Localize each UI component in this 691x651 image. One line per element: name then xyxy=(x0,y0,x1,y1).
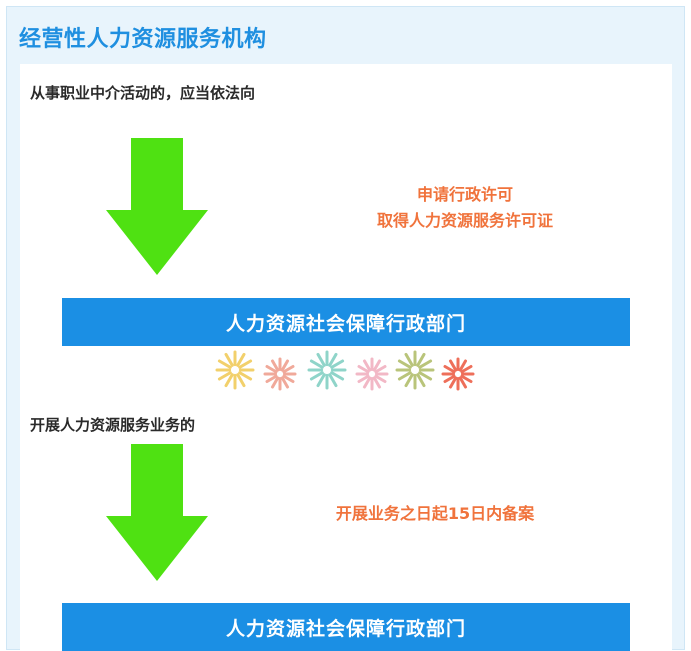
note-line: 申请行政许可 xyxy=(416,185,513,204)
section-2-label: 开展人力资源服务业务的 xyxy=(30,416,196,434)
note-line: 取得人力资源服务许可证 xyxy=(376,211,553,230)
flower-icon xyxy=(215,350,255,390)
flower-icon xyxy=(395,350,435,390)
department-bar: 人力资源社会保障行政部门 xyxy=(62,298,630,346)
flower-icon xyxy=(355,357,389,391)
down-arrow-icon xyxy=(106,444,208,581)
flower-icon xyxy=(307,350,347,390)
section-2-note: 开展业务之日起15日内备案 xyxy=(285,501,585,527)
section-1-note: 申请行政许可 取得人力资源服务许可证 xyxy=(315,182,615,234)
flower-icon xyxy=(263,357,297,391)
flower-divider xyxy=(215,350,475,391)
department-bar: 人力资源社会保障行政部门 xyxy=(62,603,630,651)
section-1-label: 从事职业中介活动的，应当依法向 xyxy=(30,84,256,102)
content-panel: 从事职业中介活动的，应当依法向 申请行政许可 取得人力资源服务许可证 人力资源社… xyxy=(20,64,672,651)
diagram-frame: 经营性人力资源服务机构 从事职业中介活动的，应当依法向 申请行政许可 取得人力资… xyxy=(6,6,685,651)
diagram-title: 经营性人力资源服务机构 xyxy=(19,27,267,52)
note-line: 开展业务之日起15日内备案 xyxy=(335,504,535,523)
down-arrow-icon xyxy=(106,138,208,275)
flower-icon xyxy=(441,357,475,391)
